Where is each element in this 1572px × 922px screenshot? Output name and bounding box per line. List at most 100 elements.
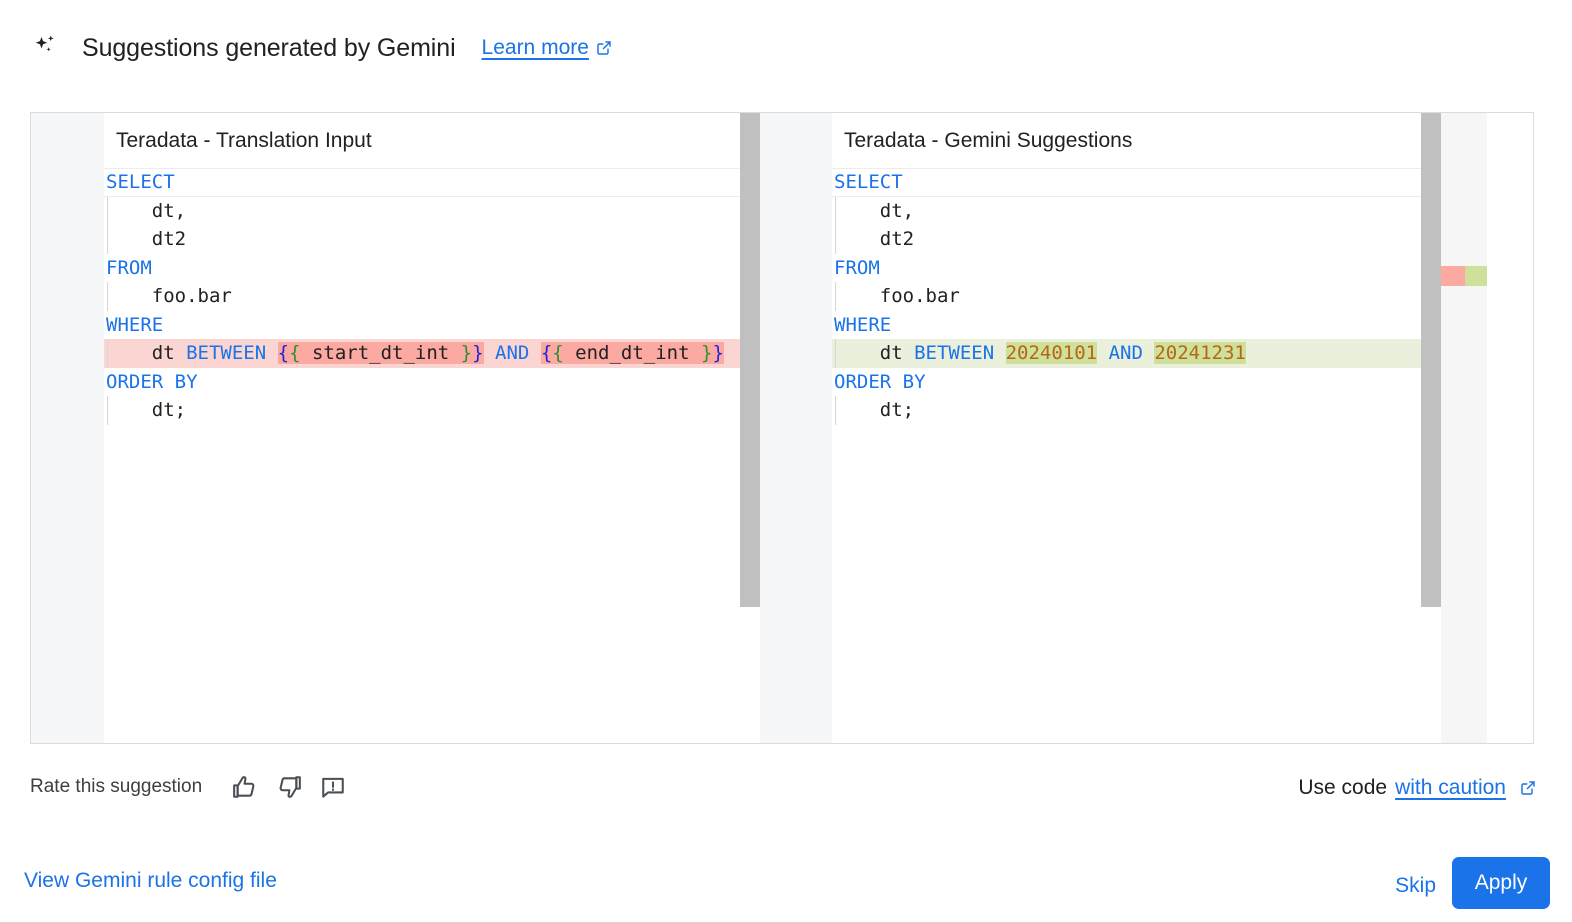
indent-guide xyxy=(835,396,836,425)
code-text: dt BETWEEN {{ start_dt_int }} AND {{ end… xyxy=(104,339,724,368)
code-token: ORDER BY xyxy=(834,370,926,393)
code-token: SELECT xyxy=(834,171,903,193)
code-token: 20241231 xyxy=(1154,342,1246,364)
overview-marker-deleted xyxy=(1441,266,1465,286)
right-code-area[interactable]: 1SELECT2 dt,3 dt24FROM5 foo.bar6WHERE7+ … xyxy=(832,168,1487,743)
code-line: 1SELECT xyxy=(104,168,760,197)
code-text: dt BETWEEN 20240101 AND 20241231 xyxy=(832,339,1246,368)
indent-guide xyxy=(835,225,836,254)
rate-suggestion-bar: Rate this suggestion xyxy=(30,770,360,804)
right-gutter-background xyxy=(760,113,832,743)
code-token: end_dt_int xyxy=(563,342,701,364)
code-token: } xyxy=(460,342,473,364)
indent-guide xyxy=(107,196,108,225)
code-token: } xyxy=(472,342,484,364)
thumb-down-icon[interactable] xyxy=(272,770,306,804)
apply-button[interactable]: Apply xyxy=(1452,857,1550,909)
skip-button[interactable]: Skip xyxy=(1385,868,1446,904)
left-pane-body: Teradata - Translation Input 1SELECT2 dt… xyxy=(104,113,760,743)
code-token: FROM xyxy=(106,256,152,279)
code-text: foo.bar xyxy=(104,282,232,311)
code-line: 7+ dt BETWEEN 20240101 AND 20241231 xyxy=(832,339,1487,368)
indent-guide xyxy=(835,339,836,368)
thumb-up-icon[interactable] xyxy=(228,770,262,804)
code-token xyxy=(1143,342,1154,364)
code-token: foo.bar xyxy=(834,285,960,307)
indent-guide xyxy=(107,339,108,368)
report-feedback-icon[interactable] xyxy=(316,770,350,804)
header: Suggestions generated by Gemini Learn mo… xyxy=(30,26,612,70)
overview-ruler[interactable] xyxy=(1441,113,1487,743)
code-token: BETWEEN xyxy=(914,342,995,364)
code-token: 20240101 xyxy=(1005,342,1098,364)
view-gemini-rule-config-file-link[interactable]: View Gemini rule config file xyxy=(24,869,277,892)
indent-guide xyxy=(835,282,836,311)
external-link-icon xyxy=(1513,780,1536,796)
code-token xyxy=(266,342,277,364)
code-token: AND xyxy=(1108,342,1143,364)
left-scrollbar-thumb[interactable] xyxy=(740,113,760,607)
use-code-label: Use code xyxy=(1298,776,1388,799)
code-line: 1SELECT xyxy=(832,168,1487,197)
code-token: { xyxy=(540,342,553,364)
indent-guide xyxy=(107,225,108,254)
code-text: dt; xyxy=(104,396,186,425)
code-token: WHERE xyxy=(834,313,892,336)
code-line: 9 dt; xyxy=(104,396,760,425)
code-text: SELECT xyxy=(104,168,175,197)
page-title: Suggestions generated by Gemini xyxy=(82,33,456,62)
code-token: dt; xyxy=(106,399,187,421)
left-code-area[interactable]: 1SELECT2 dt,3 dt24FROM5 foo.bar6WHERE7— … xyxy=(104,168,760,743)
code-text: ORDER BY xyxy=(104,368,198,397)
right-vertical-scrollbar[interactable] xyxy=(1421,113,1441,743)
code-token: { xyxy=(277,342,290,364)
code-text: FROM xyxy=(832,254,880,283)
code-token: start_dt_int xyxy=(300,342,461,364)
code-token xyxy=(1097,342,1108,364)
learn-more-link[interactable]: Learn more xyxy=(482,36,612,60)
code-text: dt, xyxy=(832,197,914,226)
code-text: FROM xyxy=(104,254,152,283)
code-token: SELECT xyxy=(106,171,175,193)
code-token: foo.bar xyxy=(106,285,232,307)
code-line: 6WHERE xyxy=(832,311,1487,340)
code-token: FROM xyxy=(834,256,880,279)
code-token: dt2 xyxy=(834,228,915,250)
learn-more-label: Learn more xyxy=(481,36,589,59)
code-text: WHERE xyxy=(832,311,891,340)
code-line: 2 dt, xyxy=(832,196,1487,226)
code-line: 3 dt2 xyxy=(104,225,760,254)
code-line: 3 dt2 xyxy=(832,225,1487,254)
use-code-caution: Use code with caution xyxy=(1298,772,1536,804)
code-text: ORDER BY xyxy=(832,368,926,397)
code-text: dt2 xyxy=(832,225,914,254)
code-text: dt, xyxy=(104,197,186,226)
code-token: } xyxy=(701,342,713,364)
code-token xyxy=(994,342,1005,364)
code-text: SELECT xyxy=(832,168,903,197)
code-text: WHERE xyxy=(104,311,163,340)
code-token xyxy=(484,342,495,364)
with-caution-link[interactable]: with caution xyxy=(1395,776,1506,799)
code-line: 6WHERE xyxy=(104,311,760,340)
code-token: ORDER BY xyxy=(106,370,198,393)
code-line: 2 dt, xyxy=(104,196,760,226)
code-token: dt2 xyxy=(106,228,187,250)
code-token xyxy=(529,342,540,364)
sparkle-icon xyxy=(30,33,82,63)
code-line: 5 foo.bar xyxy=(104,282,760,311)
code-token: dt, xyxy=(106,199,187,222)
code-token: AND xyxy=(495,342,530,364)
right-pane-body: Teradata - Gemini Suggestions 1SELECT2 d… xyxy=(832,113,1487,743)
right-scrollbar-thumb[interactable] xyxy=(1421,113,1441,607)
left-gutter-background xyxy=(31,113,104,743)
code-line: 5 foo.bar xyxy=(832,282,1487,311)
indent-guide xyxy=(107,282,108,311)
right-pane-title: Teradata - Gemini Suggestions xyxy=(844,129,1133,152)
indent-guide xyxy=(835,196,836,225)
code-line: 4FROM xyxy=(104,254,760,283)
rate-label: Rate this suggestion xyxy=(30,776,203,797)
left-vertical-scrollbar[interactable] xyxy=(740,113,760,743)
left-pane-title: Teradata - Translation Input xyxy=(116,129,372,152)
